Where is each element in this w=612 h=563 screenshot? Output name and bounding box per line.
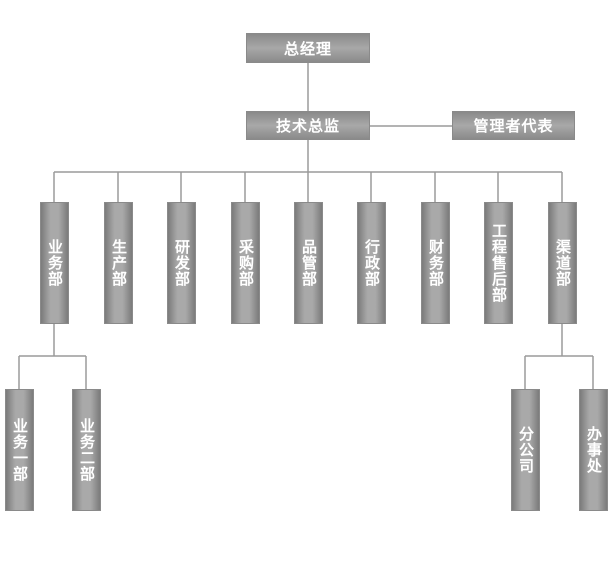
node-dept-purchasing: 采购部	[231, 202, 260, 324]
node-tech-director: 技术总监	[246, 111, 370, 140]
node-dept-finance: 财务部	[421, 202, 450, 324]
node-branch-company: 分公司	[511, 389, 540, 511]
node-dept-business: 业务部	[40, 202, 69, 324]
node-management-rep: 管理者代表	[452, 111, 575, 140]
node-dept-after-sales: 工程售后部	[484, 202, 513, 324]
node-dept-production: 生产部	[104, 202, 133, 324]
node-dept-channel: 渠道部	[548, 202, 577, 324]
node-dept-rnd: 研发部	[167, 202, 196, 324]
node-general-manager: 总经理	[246, 33, 370, 63]
node-dept-quality: 品管部	[294, 202, 323, 324]
node-business-dept-1: 业务一部	[5, 389, 34, 511]
node-business-dept-2: 业务二部	[72, 389, 101, 511]
node-dept-admin: 行政部	[357, 202, 386, 324]
node-office: 办事处	[579, 389, 608, 511]
